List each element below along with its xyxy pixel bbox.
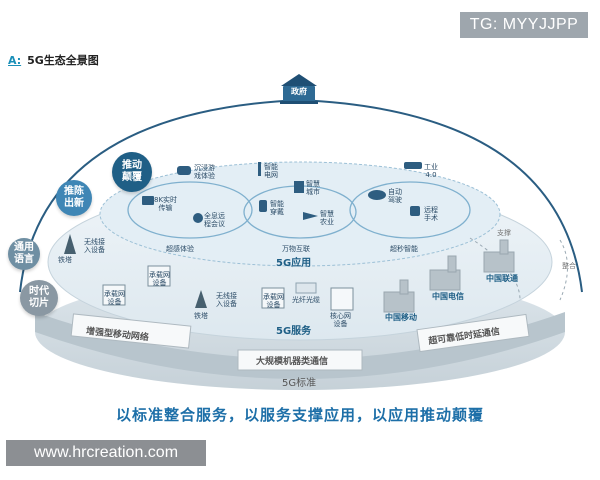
app-group-label-1: 超感体验 xyxy=(166,245,194,253)
remote-surgery-icon xyxy=(410,206,420,216)
operator-buildings xyxy=(383,239,515,313)
applications-layer-label: 5G应用 xyxy=(276,258,312,269)
standards-layer-label: 5G标准 xyxy=(282,378,317,389)
app-smart-city: 智慧 城市 xyxy=(306,180,320,196)
video-8k-icon xyxy=(142,196,154,205)
app-group-ring-3 xyxy=(349,181,471,239)
remote-meeting-icon xyxy=(193,213,203,223)
core-box xyxy=(330,287,354,311)
standards-banners xyxy=(70,313,530,371)
standards-rim xyxy=(35,312,565,379)
industry-icon xyxy=(404,162,422,169)
app-remote-surgery: 远程 手术 xyxy=(424,206,438,222)
service-fiber: 光纤光缆 xyxy=(292,296,320,304)
tower2-icon xyxy=(195,290,207,308)
figure-title: 5G生态全景图 xyxy=(27,54,99,67)
app-industry: 工业 4.0 xyxy=(424,163,438,179)
operator-china-mobile: 中国移动 xyxy=(385,313,417,322)
service-core: 核心网 设备 xyxy=(330,312,351,328)
autodrive-icon xyxy=(368,190,386,200)
banner-mmtc xyxy=(237,349,363,371)
service-tower-1: 铁塔 xyxy=(58,256,72,264)
smart-grid-icon xyxy=(258,162,261,176)
figure-prefix: A: xyxy=(8,54,22,67)
applications-disc xyxy=(99,161,501,267)
app-wearable: 智能 穿戴 xyxy=(270,200,284,216)
app-video-8k: 8K实时 传输 xyxy=(154,196,178,212)
government-icon xyxy=(280,74,318,104)
smart-city-icon xyxy=(294,181,304,193)
app-vr-game: 沉浸游 戏体验 xyxy=(194,164,215,180)
service-bearer-2: 承载网 设备 xyxy=(149,271,170,287)
app-group-ring-1 xyxy=(127,181,253,239)
bearer2-box xyxy=(147,265,171,287)
service-wireless-1: 无线接 入设备 xyxy=(84,238,105,254)
banner-embb xyxy=(70,313,192,349)
tower1-icon xyxy=(64,234,76,254)
side-label-integrate: 整合 xyxy=(562,262,576,270)
operator-china-unicom: 中国联通 xyxy=(486,274,518,283)
watermark-bottom: www.hrcreation.com xyxy=(6,440,206,466)
wearable-icon xyxy=(259,200,267,212)
app-autodrive: 自动 驾驶 xyxy=(388,188,402,204)
china-telecom-building xyxy=(429,269,461,291)
side-label-support: 支撑 xyxy=(497,229,511,237)
china-mobile-building xyxy=(383,291,415,313)
bubble-renew: 推陈 出新 xyxy=(56,180,92,216)
app-group-label-2: 万物互联 xyxy=(282,245,310,253)
operator-china-telecom: 中国电信 xyxy=(432,292,464,301)
government-label: 政府 xyxy=(291,87,307,96)
service-bearer-3: 承载网 设备 xyxy=(263,293,284,309)
service-bearer-1: 承载网 设备 xyxy=(104,290,125,306)
watermark-top: TG: MYYJJPP xyxy=(460,12,588,38)
app-group-label-3: 超秒智能 xyxy=(390,245,418,253)
slogan: 以标准整合服务，以服务支撑应用，以应用推动颠覆 xyxy=(115,406,484,424)
service-tower-2: 铁塔 xyxy=(194,312,208,320)
china-unicom-building xyxy=(483,251,515,273)
banner-urllc xyxy=(416,313,530,353)
bubble-slicing: 时代 切片 xyxy=(20,280,58,316)
application-icons xyxy=(142,162,422,223)
service-wireless-2: 无线接 入设备 xyxy=(216,292,237,308)
smart-agri-icon xyxy=(303,212,318,220)
bubble-disrupt: 推动 颠覆 xyxy=(112,152,152,192)
app-smart-agri: 智慧 农业 xyxy=(320,210,334,226)
app-remote-meeting: 全息远 程会议 xyxy=(204,212,225,228)
service-icons xyxy=(64,234,354,311)
bubble-common-language: 通用 语言 xyxy=(8,238,40,270)
integrate-curve xyxy=(559,239,568,301)
services-layer-label: 5G服务 xyxy=(276,326,312,337)
app-smart-grid: 智能 电网 xyxy=(264,163,278,179)
figure-label: A: 5G生态全景图 xyxy=(8,52,99,68)
standards-banner-mmtc: 大规模机器类通信 xyxy=(256,357,329,367)
fiber-box xyxy=(295,282,317,294)
bearer3-box xyxy=(261,287,285,309)
bearer1-box xyxy=(102,284,126,306)
vr-game-icon xyxy=(177,166,191,175)
